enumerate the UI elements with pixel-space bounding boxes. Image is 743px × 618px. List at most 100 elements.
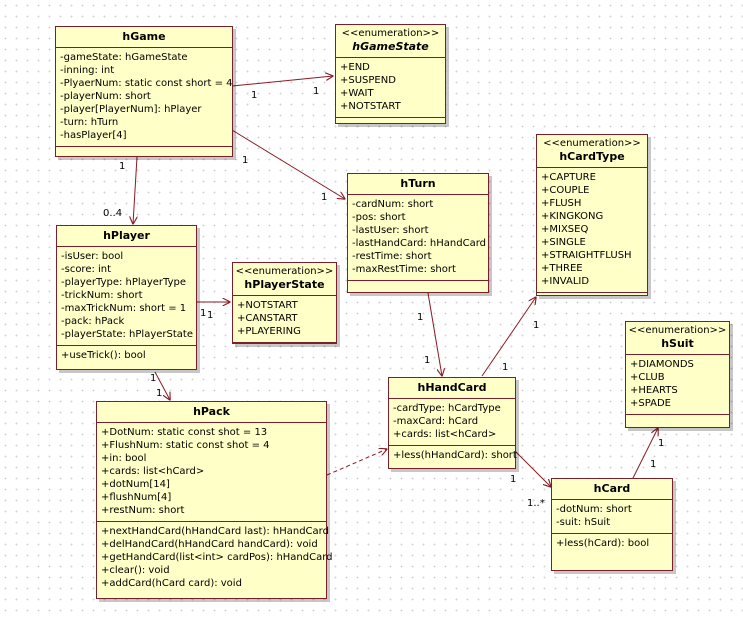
operation: +nextHandCard(hHandCard last): hHandCard bbox=[101, 526, 329, 537]
class-name: hCardType bbox=[559, 150, 625, 163]
attribute: -maxRestTime: short bbox=[352, 264, 456, 275]
edge-game-turn bbox=[231, 129, 345, 199]
enum-literal: +STRAIGHTFLUSH bbox=[541, 250, 632, 261]
operations-section bbox=[56, 147, 232, 160]
operations-section bbox=[626, 415, 729, 428]
attribute: -playerType: hPlayerType bbox=[61, 277, 186, 288]
enum-literal: +KINGKONG bbox=[541, 211, 604, 222]
class-name: hHandCard bbox=[417, 381, 487, 394]
stereotype: <<enumeration>> bbox=[543, 138, 641, 149]
multiplicity-label: 1 bbox=[207, 310, 214, 321]
attribute: -dotNum: short bbox=[556, 504, 632, 515]
enum-literal: +HEARTS bbox=[630, 385, 678, 396]
edge-handcard-cardtype bbox=[481, 297, 536, 377]
multiplicity-label: 1 bbox=[502, 362, 509, 373]
attributes-section: -isUser: bool -score: int -playerType: h… bbox=[57, 247, 196, 346]
operation: +less(hHandCard): short bbox=[393, 450, 517, 461]
attribute: -cardType: hCardType bbox=[393, 403, 501, 414]
class-hPlayer[interactable]: hPlayer -isUser: bool -score: int -playe… bbox=[56, 225, 197, 370]
enum-literal: +SUSPEND bbox=[340, 75, 396, 86]
multiplicity-label: 1 bbox=[321, 192, 328, 203]
edge-turn-handcard bbox=[427, 292, 442, 376]
attribute: -trickNum: short bbox=[61, 290, 143, 301]
multiplicity-label: 1 bbox=[251, 90, 258, 101]
class-hSuit[interactable]: <<enumeration>> hSuit +DIAMONDS +CLUB +H… bbox=[625, 321, 730, 428]
attribute: -lastUser: short bbox=[352, 225, 429, 236]
attribute: -maxTrickNum: short = 1 bbox=[61, 303, 187, 314]
enum-literal: +NOTSTART bbox=[237, 300, 298, 311]
multiplicity-label: 1 bbox=[156, 388, 163, 399]
multiplicity-label: 1 bbox=[200, 308, 207, 319]
operations-section: +less(hHandCard): short bbox=[389, 446, 517, 466]
multiplicity-label: 1 bbox=[533, 320, 540, 331]
operation: +addCard(hCard card): void bbox=[101, 578, 242, 589]
operation: +useTrick(): bool bbox=[61, 350, 146, 361]
attribute: +cards: list<hCard> bbox=[393, 429, 497, 440]
multiplicity-label: 1 bbox=[510, 474, 517, 485]
attribute: -playerState: hPlayerState bbox=[61, 329, 193, 340]
multiplicity-label: 1 bbox=[119, 161, 126, 172]
multiplicity-label: 1 bbox=[417, 312, 424, 323]
enum-literal: +CANSTART bbox=[237, 313, 298, 324]
class-hPlayerState[interactable]: <<enumeration>> hPlayerState +NOTSTART +… bbox=[232, 262, 337, 344]
attributes-section: -cardNum: short -pos: short -lastUser: s… bbox=[348, 195, 488, 281]
attribute: +FlushNum: static const shot = 4 bbox=[101, 440, 270, 451]
attribute: -pack: hPack bbox=[61, 316, 125, 327]
stereotype: <<enumeration>> bbox=[628, 325, 727, 336]
enum-literal: +END bbox=[340, 62, 370, 73]
operations-section: +nextHandCard(hHandCard last): hHandCard… bbox=[97, 522, 333, 594]
multiplicity-label: 1 bbox=[650, 459, 657, 470]
edge-card-suit bbox=[632, 428, 658, 479]
multiplicity-label: 1 bbox=[242, 155, 249, 166]
attribute: -lastHandCard: hHandCard bbox=[352, 238, 486, 249]
class-hCard[interactable]: hCard -dotNum: short -suit: hSuit +less(… bbox=[551, 478, 673, 571]
class-name: hGameState bbox=[352, 40, 429, 53]
multiplicity-label: 1 bbox=[313, 86, 320, 97]
literals-section: +CAPTURE +COUPLE +FLUSH +KINGKONG +MIXSE… bbox=[537, 168, 647, 293]
class-name: hPlayer bbox=[103, 229, 150, 242]
multiplicity-label: 0..4 bbox=[103, 208, 123, 219]
attributes-section: -cardType: hCardType -maxCard: hCard +ca… bbox=[389, 399, 515, 446]
attribute: -inning: int bbox=[60, 65, 115, 76]
enum-literal: +COUPLE bbox=[541, 185, 590, 196]
literals-section: +NOTSTART +CANSTART +PLAYERING bbox=[233, 296, 336, 343]
multiplicity-label: 1 bbox=[150, 373, 157, 384]
operations-section bbox=[348, 281, 488, 294]
enum-literal: +FLUSH bbox=[541, 198, 582, 209]
attribute: +in: bool bbox=[101, 453, 147, 464]
attribute: -suit: hSuit bbox=[556, 517, 611, 528]
class-name: hPack bbox=[193, 405, 230, 418]
edge-game-player bbox=[133, 156, 138, 224]
attribute: +restNum: short bbox=[101, 505, 185, 516]
class-hTurn[interactable]: hTurn -cardNum: short -pos: short -lastU… bbox=[347, 173, 489, 293]
stereotype: <<enumeration>> bbox=[235, 266, 334, 277]
multiplicity-label: 1 bbox=[658, 438, 665, 449]
attribute: -pos: short bbox=[352, 212, 406, 223]
enum-literal: +CAPTURE bbox=[541, 172, 596, 183]
class-hGameState[interactable]: <<enumeration>> hGameState +END +SUSPEND… bbox=[335, 24, 446, 124]
multiplicity-label: 1..* bbox=[527, 498, 545, 509]
operation: +clear(): void bbox=[101, 565, 170, 576]
attribute: -playerNum: short bbox=[60, 91, 151, 102]
operations-section bbox=[537, 293, 647, 306]
class-name: hTurn bbox=[400, 177, 436, 190]
attributes-section: -dotNum: short -suit: hSuit bbox=[552, 500, 672, 534]
enum-literal: +PLAYERING bbox=[237, 326, 301, 337]
attribute: +DotNum: static const shot = 13 bbox=[101, 427, 268, 438]
class-hGame[interactable]: hGame -gameState: hGameState -inning: in… bbox=[55, 26, 233, 157]
class-name: hPlayerState bbox=[244, 278, 325, 291]
operations-section bbox=[336, 118, 445, 131]
class-hPack[interactable]: hPack +DotNum: static const shot = 13 +F… bbox=[96, 401, 333, 599]
attribute: +flushNum[4] bbox=[101, 492, 172, 503]
attribute: -isUser: bool bbox=[61, 251, 124, 262]
class-hCardType[interactable]: <<enumeration>> hCardType +CAPTURE +COUP… bbox=[536, 134, 648, 296]
enum-literal: +DIAMONDS bbox=[630, 359, 694, 370]
attribute: -gameState: hGameState bbox=[60, 52, 188, 63]
enum-literal: +CLUB bbox=[630, 372, 665, 383]
class-hHandCard[interactable]: hHandCard -cardType: hCardType -maxCard:… bbox=[388, 377, 517, 469]
stereotype: <<enumeration>> bbox=[341, 28, 440, 39]
edge-player-pack bbox=[154, 371, 170, 400]
class-name: hSuit bbox=[661, 337, 694, 350]
operation: +delHandCard(hHandCard handCard): void bbox=[101, 539, 318, 550]
attributes-section: +DotNum: static const shot = 13 +FlushNu… bbox=[97, 423, 326, 522]
